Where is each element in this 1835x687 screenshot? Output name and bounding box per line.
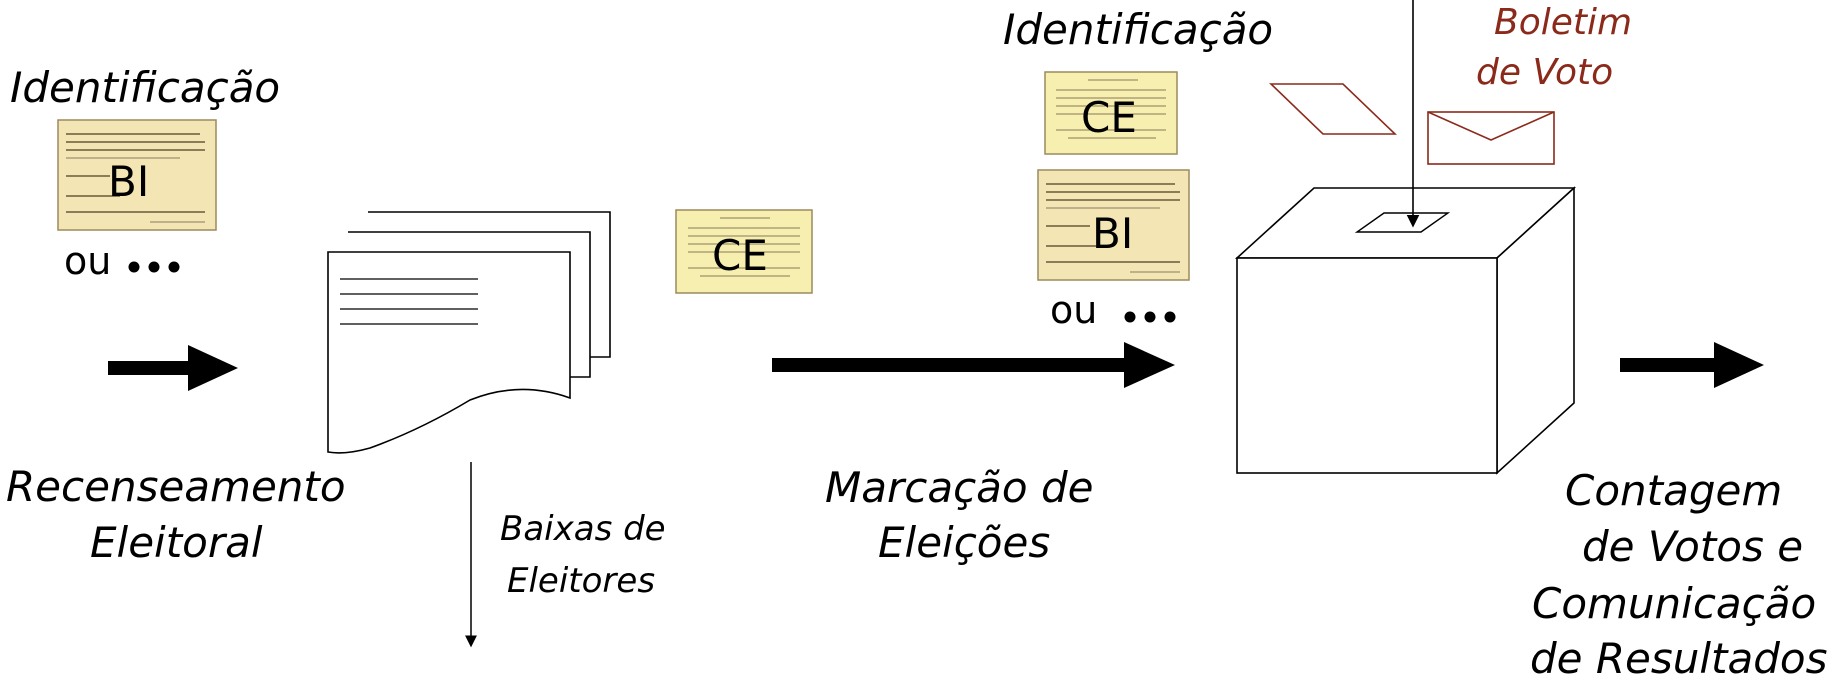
counting-label-line2: de Votos e [1582,522,1803,571]
envelope-icon [1427,111,1555,165]
bi-card-right: BI [1037,169,1190,281]
counting-label-line3: Comunicação [1532,579,1816,628]
ce-code-right: CE [1081,93,1137,142]
removals-label-line2: Eleitores [507,561,655,601]
census-label-line1: Recenseamento [6,462,346,511]
ce-code-middle: CE [712,231,768,280]
ce-card-middle: CE [675,209,813,294]
bi-code-left: BI [108,157,149,206]
ballot-label-line1: Boletim [1494,2,1632,43]
census-document-stack-icon [327,211,611,454]
flow-arrow-3 [1620,342,1764,388]
flow-arrow-1 [108,345,238,391]
ce-card-right: CE [1044,71,1178,155]
identification-label-left: Identificação [10,63,280,112]
ballot-paper-icon [1269,83,1397,135]
bi-card-left: BI [57,119,217,231]
scheduling-label-line1: Marcação de [825,463,1093,512]
bi-code-right: BI [1092,209,1133,258]
or-text-right: ou [1050,288,1097,332]
ballot-box-icon [1234,186,1577,475]
ellipsis-right [1124,311,1176,323]
scheduling-label-line2: Eleições [878,518,1050,567]
counting-label-line1: Contagem [1565,466,1782,515]
or-text-left: ou [64,239,111,283]
ellipsis-left [128,261,180,273]
ballot-label-line2: de Voto [1476,52,1613,93]
counting-label-line4: de Resultados [1530,634,1828,683]
flow-arrow-2 [772,342,1175,388]
removals-label-line1: Baixas de [500,509,666,549]
identification-label-right: Identificação [1003,5,1273,54]
census-label-line2: Eleitoral [90,518,263,567]
